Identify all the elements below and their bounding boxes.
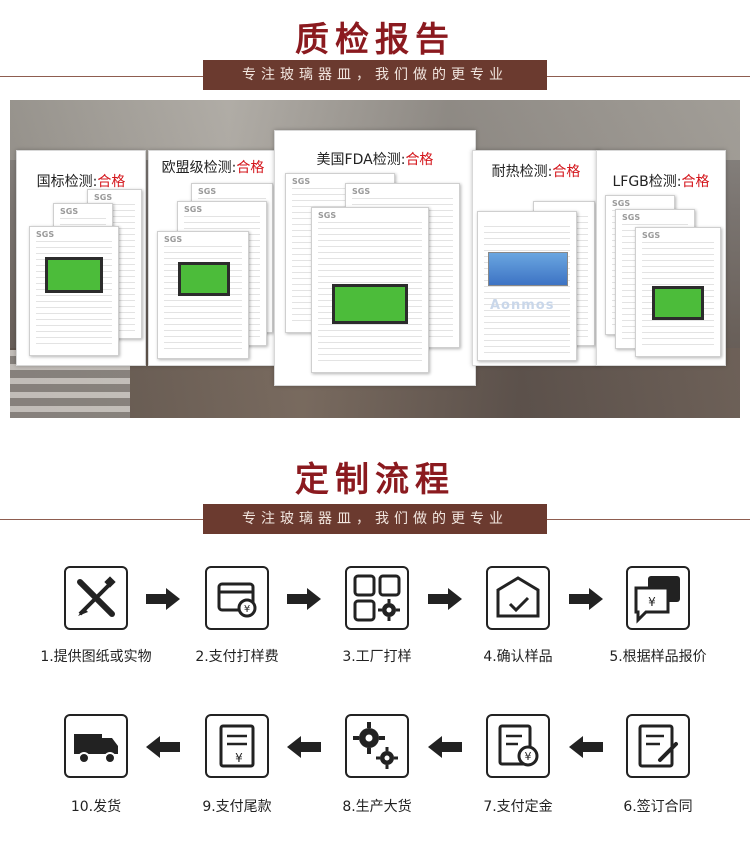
sgs-mark: SGS: [292, 177, 311, 186]
report-card-label: LFGB检测:合格: [597, 171, 725, 191]
report-card-heat: 耐热检测:合格 Aonmos: [472, 150, 600, 366]
sgs-mark: SGS: [94, 193, 113, 202]
report-sample-photo: [488, 252, 568, 286]
report-status: 合格: [97, 174, 126, 190]
sgs-mark: SGS: [612, 199, 631, 208]
drawing-tools-icon: [77, 576, 116, 617]
report-name: 国标检测:: [36, 174, 98, 190]
card-payment-icon: ¥: [217, 582, 257, 618]
report-sample-photo: [332, 284, 408, 324]
report-doc: SGS: [157, 231, 249, 359]
step-label: 4.确认样品: [483, 649, 553, 665]
step-label: 7.支付定金: [483, 799, 553, 815]
arrow-right-icon: [428, 588, 462, 610]
arrow-left-icon: [146, 736, 180, 758]
report-sample-photo: [652, 286, 704, 320]
factory-photo-strip: 国标检测:合格 SGS SGS SGS 欧盟级检测:合格 SGS SGS SGS…: [10, 100, 740, 418]
svg-text:¥: ¥: [648, 595, 656, 609]
step-label: 6.签订合同: [623, 799, 693, 815]
svg-text:¥: ¥: [235, 751, 243, 765]
report-name: 耐热检测:: [491, 164, 553, 180]
svg-text:¥: ¥: [244, 604, 250, 615]
sgs-mark: SGS: [184, 205, 203, 214]
step-6: [626, 714, 690, 778]
step-8: [345, 714, 409, 778]
deposit-doc-icon: ¥: [498, 724, 539, 767]
final-payment-icon: ¥: [219, 724, 255, 768]
report-doc: SGS: [29, 226, 119, 356]
process-section-title: 定制流程: [295, 460, 455, 500]
arrow-right-icon: [569, 588, 603, 610]
report-status: 合格: [552, 164, 581, 180]
arrow-right-icon: [287, 588, 321, 610]
quality-subtitle-banner: 专注玻璃器皿，我们做的更专业: [203, 60, 547, 90]
report-status: 合格: [236, 160, 265, 176]
step-label: 9.支付尾款: [202, 799, 272, 815]
sgs-mark: SGS: [164, 235, 183, 244]
report-card-gb: 国标检测:合格 SGS SGS SGS: [16, 150, 146, 366]
report-card-fda: 美国FDA检测:合格 SGS SGS SGS: [274, 130, 476, 386]
arrow-left-icon: [569, 736, 603, 758]
step-3: [345, 566, 409, 630]
report-card-lfgb: LFGB检测:合格 SGS SGS SGS: [596, 150, 726, 366]
step-5: ¥: [626, 566, 690, 630]
sign-contract-icon: [638, 724, 678, 768]
report-card-label: 美国FDA检测:合格: [275, 149, 475, 169]
step-label: 3.工厂打样: [342, 649, 412, 665]
factory-gear-icon: [353, 574, 401, 622]
step-10: [64, 714, 128, 778]
sgs-mark: SGS: [36, 230, 55, 239]
report-name: LFGB检测:: [612, 174, 682, 190]
step-7: ¥: [486, 714, 550, 778]
report-doc: SGS: [635, 227, 721, 357]
report-sample-photo: [45, 257, 103, 293]
report-card-label: 国标检测:合格: [17, 171, 145, 191]
quality-section-title: 质检报告: [295, 20, 455, 60]
report-watermark: Aonmos: [490, 298, 555, 313]
report-status: 合格: [681, 174, 710, 190]
report-doc: SGS: [311, 207, 429, 373]
arrow-left-icon: [428, 736, 462, 758]
report-doc: Aonmos: [477, 211, 577, 361]
step-label: 1.提供图纸或实物: [40, 649, 152, 665]
report-status: 合格: [405, 152, 434, 168]
step-9: ¥: [205, 714, 269, 778]
sgs-mark: SGS: [198, 187, 217, 196]
step-4: [486, 566, 550, 630]
report-card-eu: 欧盟级检测:合格 SGS SGS SGS: [148, 150, 278, 366]
sgs-mark: SGS: [622, 213, 641, 222]
sgs-mark: SGS: [60, 207, 79, 216]
report-card-label: 欧盟级检测:合格: [149, 157, 277, 177]
quote-chat-icon: ¥: [634, 576, 680, 624]
step-2: ¥: [205, 566, 269, 630]
sgs-mark: SGS: [352, 187, 371, 196]
report-name: 欧盟级检测:: [161, 160, 237, 176]
arrow-right-icon: [146, 588, 180, 610]
arrow-left-icon: [287, 736, 321, 758]
svg-text:¥: ¥: [525, 750, 532, 763]
report-name: 美国FDA检测:: [316, 152, 406, 168]
report-card-label: 耐热检测:合格: [473, 161, 599, 181]
step-label: 10.发货: [70, 799, 122, 815]
step-label: 8.生产大货: [342, 799, 412, 815]
sgs-mark: SGS: [318, 211, 337, 220]
production-gears-icon: [353, 722, 398, 769]
step-label: 5.根据样品报价: [609, 649, 707, 665]
confirm-envelope-icon: [496, 576, 540, 618]
step-1: [64, 566, 128, 630]
step-label: 2.支付打样费: [195, 649, 279, 665]
report-sample-photo: [178, 262, 230, 296]
delivery-truck-icon: [74, 734, 118, 764]
sgs-mark: SGS: [642, 231, 661, 240]
process-subtitle-banner: 专注玻璃器皿，我们做的更专业: [203, 504, 547, 534]
